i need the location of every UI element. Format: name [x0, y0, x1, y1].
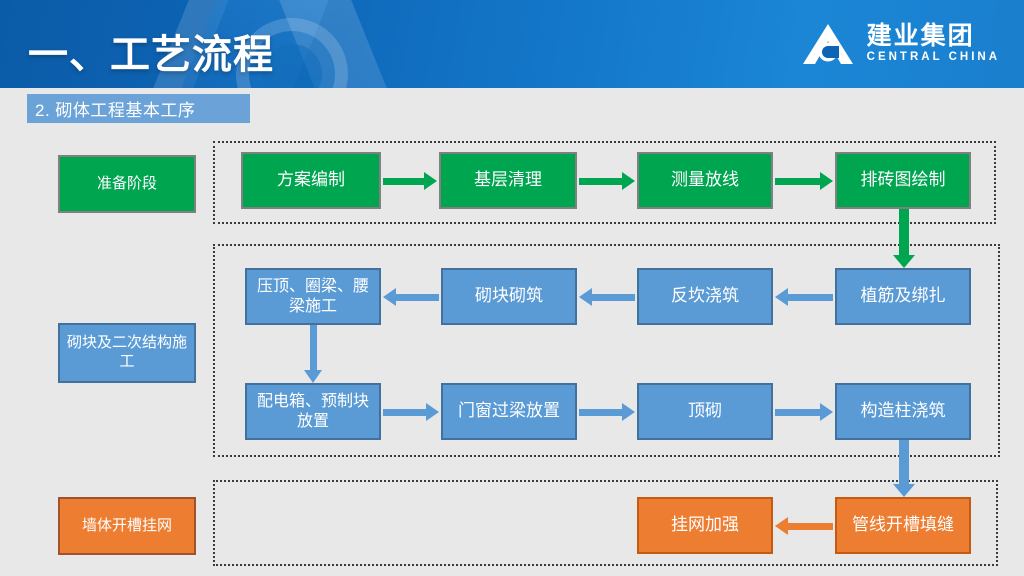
arrow-masonry-to-coping — [383, 288, 439, 306]
stage-label-preparation: 准备阶段 — [58, 155, 196, 213]
arrow-coping-to-distribution-box — [303, 325, 323, 383]
node-brick-layout-drawing[interactable]: 排砖图绘制 — [835, 152, 971, 209]
node-reverse-curb-casting[interactable]: 反坎浇筑 — [637, 268, 773, 325]
group-box-masonry — [213, 244, 1000, 457]
node-base-cleaning[interactable]: 基层清理 — [439, 152, 577, 209]
arrow-rebar-to-curb — [775, 288, 833, 306]
brand-logo: 建业集团 CENTRAL CHINA — [801, 20, 1000, 68]
brand-name-cn: 建业集团 — [866, 22, 975, 51]
arrow-distribution-to-lintel — [383, 403, 439, 421]
brand-name-en: CENTRAL CHINA — [866, 50, 1000, 63]
brand-text: 建业集团 CENTRAL CHINA — [867, 23, 1000, 64]
arrow-column-to-pipe-grooving — [893, 440, 915, 497]
group-box-preparation — [213, 141, 996, 224]
node-top-masonry[interactable]: 顶砌 — [637, 383, 773, 440]
node-survey-setting-out[interactable]: 测量放线 — [637, 152, 773, 209]
node-pipe-grooving-caulking[interactable]: 管线开槽填缝 — [835, 497, 971, 554]
node-mesh-reinforcement[interactable]: 挂网加强 — [637, 497, 773, 554]
page-title: 一、工艺流程 — [28, 33, 274, 77]
slide-header: 一、工艺流程 建业集团 CENTRAL CHINA — [0, 0, 1024, 88]
arrow-pipe-grooving-to-mesh — [775, 517, 833, 535]
arrow-survey-to-layout — [775, 172, 833, 190]
node-lintel-placement[interactable]: 门窗过梁放置 — [441, 383, 577, 440]
group-box-wall-grooving — [213, 480, 998, 566]
arrow-curb-to-masonry — [579, 288, 635, 306]
node-block-masonry[interactable]: 砌块砌筑 — [441, 268, 577, 325]
arrow-top-masonry-to-column — [775, 403, 833, 421]
arrow-plan-to-cleaning — [383, 172, 437, 190]
arrow-layout-to-rebar-planting — [893, 209, 915, 268]
node-rebar-planting[interactable]: 植筋及绑扎 — [835, 268, 971, 325]
section-subtitle: 2. 砌体工程基本工序 — [27, 94, 250, 123]
node-structural-column-casting[interactable]: 构造柱浇筑 — [835, 383, 971, 440]
arrow-cleaning-to-survey — [579, 172, 635, 190]
node-distribution-box-precast[interactable]: 配电箱、预制块放置 — [245, 383, 381, 440]
stage-label-wall-grooving: 墙体开槽挂网 — [58, 497, 196, 555]
arrow-lintel-to-top-masonry — [579, 403, 635, 421]
header-watermark-ring-fill — [262, 44, 322, 88]
node-plan-preparation[interactable]: 方案编制 — [241, 152, 381, 209]
stage-label-masonry: 砌块及二次结构施工 — [58, 323, 196, 383]
central-china-a-logo-icon — [801, 22, 855, 66]
node-coping-ring-beam[interactable]: 压顶、圈梁、腰梁施工 — [245, 268, 381, 325]
